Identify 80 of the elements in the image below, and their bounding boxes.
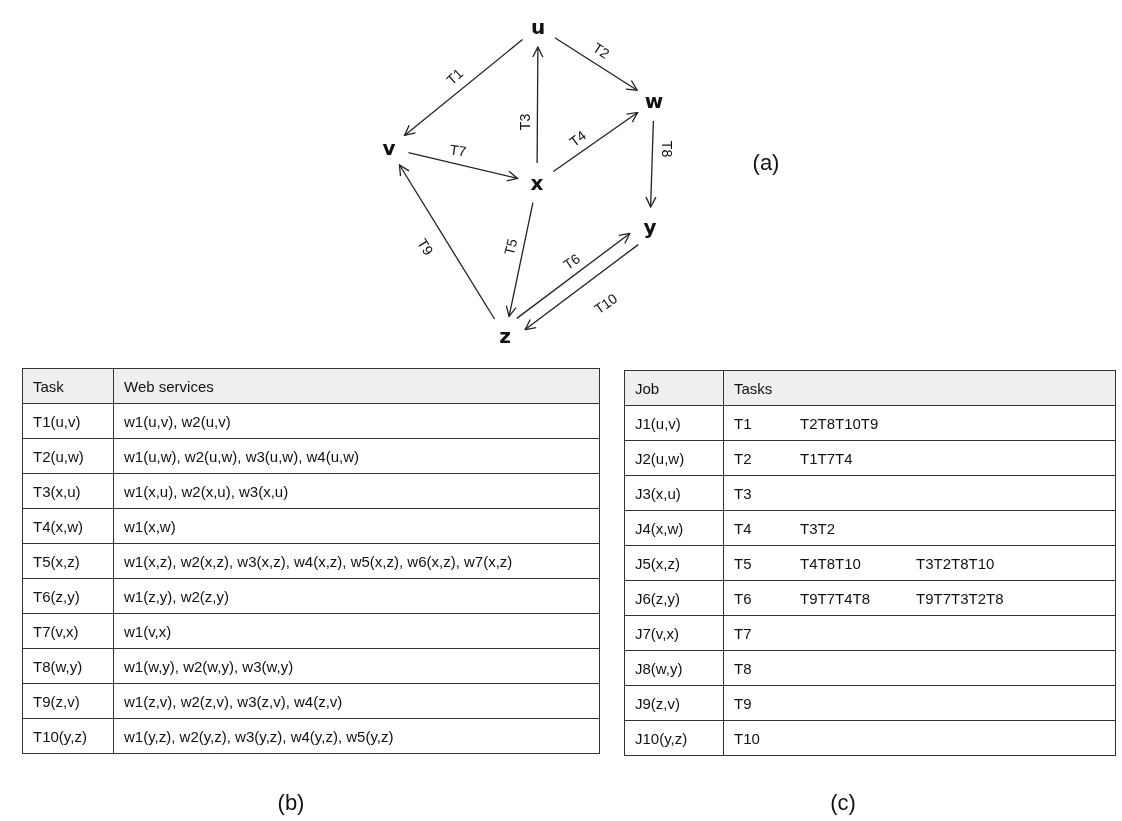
edge-label: T4 <box>566 128 590 150</box>
arrow <box>532 46 544 164</box>
vertex-label: y <box>643 216 657 238</box>
job-id: J8(w,y) <box>635 659 683 677</box>
job-id: J1(u,v) <box>635 414 681 432</box>
arrow <box>403 38 524 137</box>
panel-caption: (b) <box>277 791 305 815</box>
web-service-list: w1(u,w), w2(u,w), w3(u,w), w4(u,w) <box>124 447 360 465</box>
edge-label: T6 <box>561 251 583 273</box>
task-id: T7(v,x) <box>33 622 79 640</box>
task-sequence: T1T7T4 <box>800 450 853 467</box>
task-sequence: T6 <box>734 590 752 607</box>
arrow <box>407 151 519 182</box>
task-sequence: T9T7T4T8 <box>800 590 871 607</box>
task-sequence: T9T7T3T2T8 <box>916 590 1004 607</box>
arrow <box>516 232 631 320</box>
column-header: Task <box>22 368 114 404</box>
column-header: Job <box>624 370 724 406</box>
job-id: J7(v,x) <box>635 624 679 642</box>
arrow <box>552 111 639 173</box>
task-sequence: T9 <box>734 695 752 712</box>
task-sequence: T4T8T10 <box>800 555 861 572</box>
web-service-list: w1(z,v), w2(z,v), w3(z,v), w4(z,v) <box>124 692 343 710</box>
web-service-list: w1(v,x) <box>124 622 172 640</box>
edge-label: T9 <box>414 236 436 258</box>
vertex-label: u <box>530 16 546 38</box>
vertex-label: z <box>499 325 511 347</box>
task-sequence: T2 <box>734 450 752 467</box>
job-id: J2(u,w) <box>635 449 685 467</box>
task-id: T10(y,z) <box>33 727 87 745</box>
task-id: T6(z,y) <box>33 587 80 605</box>
edge-label: T10 <box>591 290 621 318</box>
task-sequence: T7 <box>734 625 752 642</box>
edge-label: T8 <box>658 140 674 158</box>
task-sequence: T5 <box>734 555 752 572</box>
task-id: T5(x,z) <box>33 552 80 570</box>
panel-caption: (a) <box>752 151 780 175</box>
vertex-label: v <box>382 137 396 159</box>
task-id: T2(u,w) <box>33 447 84 465</box>
task-sequence: T4 <box>734 520 752 537</box>
panel-caption: (c) <box>830 791 856 815</box>
task-id: T9(z,v) <box>33 692 80 710</box>
web-service-list: w1(x,u), w2(x,u), w3(x,u) <box>124 482 289 500</box>
task-sequence: T3T2T8T10 <box>916 555 995 572</box>
task-sequence: T1 <box>734 415 752 432</box>
job-id: J5(x,z) <box>635 554 680 572</box>
vertex-label: x <box>530 172 544 194</box>
task-id: T3(x,u) <box>33 482 81 500</box>
task-sequence: T3 <box>734 485 752 502</box>
job-id: J3(x,u) <box>635 484 681 502</box>
column-header: Tasks <box>723 370 1116 406</box>
arrow <box>645 120 657 208</box>
job-id: J6(z,y) <box>635 589 680 607</box>
web-service-list: w1(u,v), w2(u,v) <box>124 412 231 430</box>
task-id: T4(x,w) <box>33 517 83 535</box>
task-sequence: T8 <box>734 660 752 677</box>
edge-label: T3 <box>517 113 533 131</box>
task-sequence: T3T2 <box>800 520 835 537</box>
task-id: T8(w,y) <box>33 657 83 675</box>
arrow <box>524 243 639 331</box>
arrow <box>505 201 534 318</box>
web-service-list: w1(z,y), w2(z,y) <box>124 587 229 605</box>
arrow <box>398 164 496 320</box>
column-header: Web services <box>113 368 600 404</box>
web-service-list: w1(x,w) <box>124 517 176 535</box>
job-id: J9(z,v) <box>635 694 680 712</box>
web-service-list: w1(x,z), w2(x,z), w3(x,z), w4(x,z), w5(x,z), w6(x,z), w7(x,z) <box>124 552 513 570</box>
task-sequence: T10 <box>734 730 760 747</box>
edge-label: T1 <box>443 65 467 89</box>
web-service-list: w1(y,z), w2(y,z), w3(y,z), w4(y,z), w5(y,z) <box>124 727 394 745</box>
vertex-label: w <box>644 90 664 112</box>
job-id: J10(y,z) <box>635 729 688 747</box>
web-service-list: w1(w,y), w2(w,y), w3(w,y) <box>124 657 294 675</box>
task-id: T1(u,v) <box>33 412 81 430</box>
edge-label: T7 <box>448 142 468 160</box>
edge-label: T5 <box>501 237 521 257</box>
job-id: J4(x,w) <box>635 519 684 537</box>
edge-label: T2 <box>590 40 612 62</box>
arrow <box>554 37 638 91</box>
task-sequence: T2T8T10T9 <box>800 415 879 432</box>
